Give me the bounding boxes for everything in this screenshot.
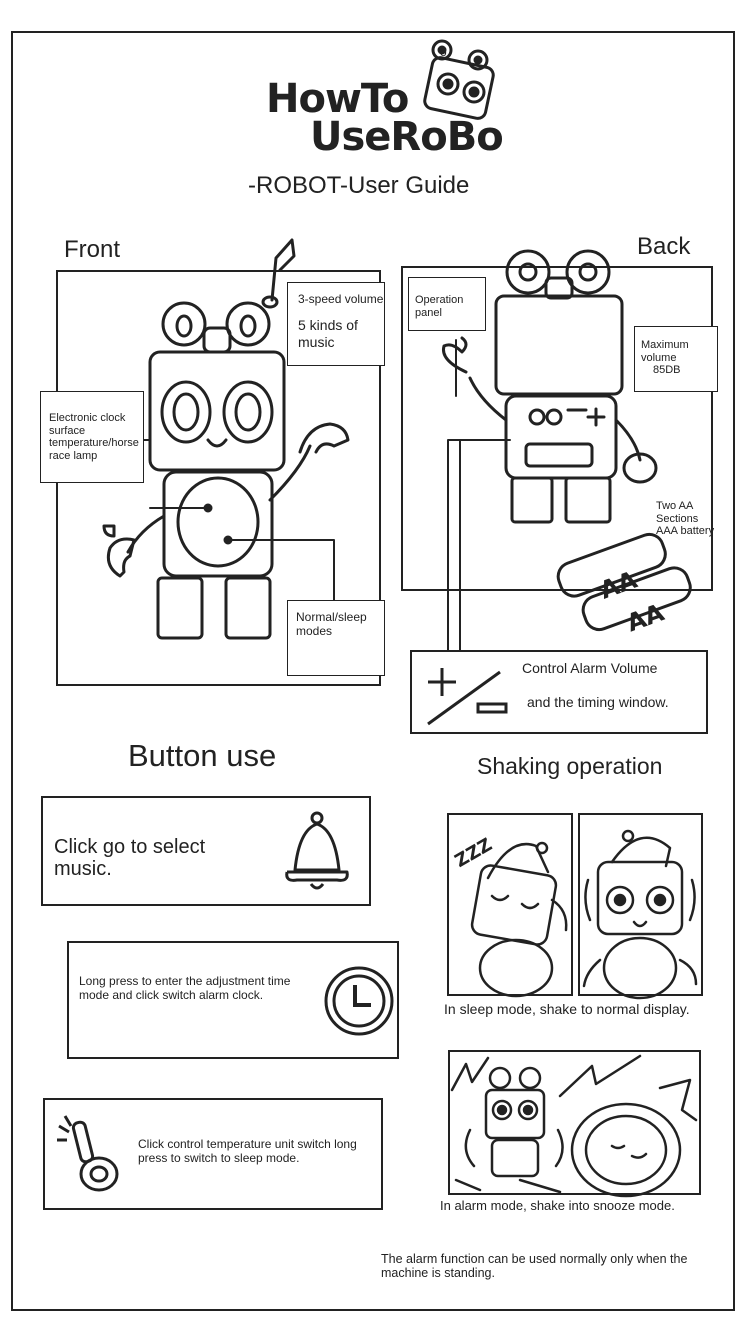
bell-button-card: Click go to select music. [41,796,371,906]
logo-line1: HowTo [266,76,409,122]
plus-minus-icon [427,668,508,726]
control-callout: Control Alarm Volume and the timing wind… [410,650,708,734]
alarm-caption: In alarm mode, shake into snooze mode. [440,1198,675,1213]
volume-label: 3-speed volume [298,292,384,306]
bell-text: Click go to select music. [54,836,206,880]
sleep-panel-left [447,813,573,996]
clock-callout: Electronic clock surface temperature/hor… [40,391,144,483]
control-line1: Control Alarm Volume [522,660,658,676]
footer-note: The alarm function can be used normally … [381,1252,688,1281]
key-icon [57,1115,119,1192]
clock-button-card: Long press to enter the adjustment time … [67,941,399,1059]
sleep-panel-right [578,813,703,996]
bell-icon [285,811,349,890]
clock-label: Electronic clock surface temperature/hor… [49,412,139,462]
key-button-card: Click control temperature unit switch lo… [43,1098,383,1210]
max-volume-value: 85DB [653,364,681,377]
logo-line2: UseRoBo [310,114,504,160]
page-subtitle: -ROBOT-User Guide [248,172,470,199]
max-volume-callout: Maximum volume 85DB [634,326,718,392]
button-use-title: Button use [128,738,277,773]
back-title: Back [637,233,691,260]
alarm-panel [448,1050,701,1195]
panel-label: Operation panel [415,294,464,319]
logo-robot-icon [423,39,495,120]
key-text: Click control temperature unit switch lo… [138,1137,357,1165]
mode-label: Normal/sleep modes [296,610,367,638]
control-line2: and the timing window. [527,694,669,710]
shaking-title: Shaking operation [477,753,663,779]
music-label: 5 kinds of music [298,316,358,350]
battery-label: Two AA Sections AAA battery [656,500,715,538]
volume-callout: 3-speed volume 5 kinds of music [287,282,385,366]
page-frame [11,31,735,1311]
logo: HowTo UseRoBo [264,76,504,160]
sleep-caption: In sleep mode, shake to normal display. [444,1001,690,1017]
max-volume-label: Maximum volume [641,339,689,364]
clock-text: Long press to enter the adjustment time … [79,974,291,1002]
front-title: Front [64,236,121,263]
mode-callout: Normal/sleep modes [287,600,385,676]
panel-callout: Operation panel [408,277,486,331]
clock-icon [324,966,394,1036]
